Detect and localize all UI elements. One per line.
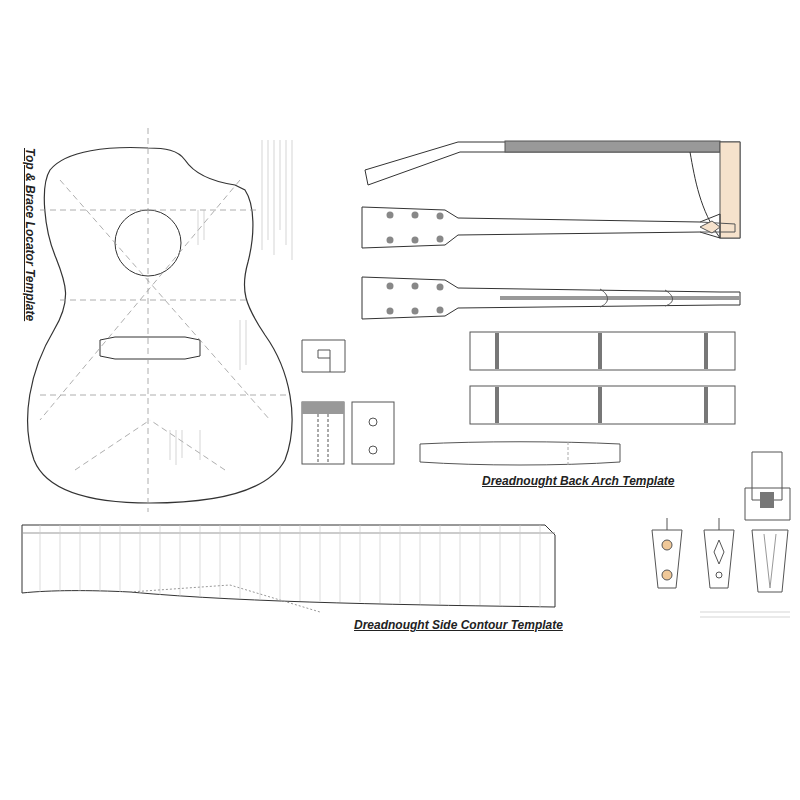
template-title: Dreadnought Side Contour Template bbox=[352, 618, 565, 632]
heel-template bbox=[652, 530, 682, 588]
side-contour bbox=[22, 525, 555, 612]
heel-template bbox=[752, 530, 788, 592]
heel-template bbox=[704, 530, 734, 588]
fretboard bbox=[470, 332, 735, 370]
block-part bbox=[302, 402, 344, 464]
note-marks bbox=[170, 140, 292, 465]
bridge bbox=[100, 337, 200, 359]
neck-side bbox=[365, 142, 720, 185]
tuner-holes bbox=[387, 212, 444, 244]
neck-top bbox=[362, 207, 720, 248]
template-title: Dreadnought Back Arch Template bbox=[480, 474, 676, 488]
fretboard bbox=[470, 386, 735, 424]
neck-heel bbox=[690, 142, 740, 238]
template-title: Top & Brace Locator Template bbox=[23, 146, 37, 323]
neck-top bbox=[362, 277, 740, 319]
block-part bbox=[352, 402, 394, 464]
brace-lines bbox=[40, 128, 290, 512]
back-arch-bar bbox=[420, 442, 620, 465]
tuner-holes bbox=[387, 283, 444, 315]
body-outline bbox=[28, 148, 292, 503]
heel-block bbox=[745, 452, 790, 520]
block-part bbox=[302, 340, 345, 372]
